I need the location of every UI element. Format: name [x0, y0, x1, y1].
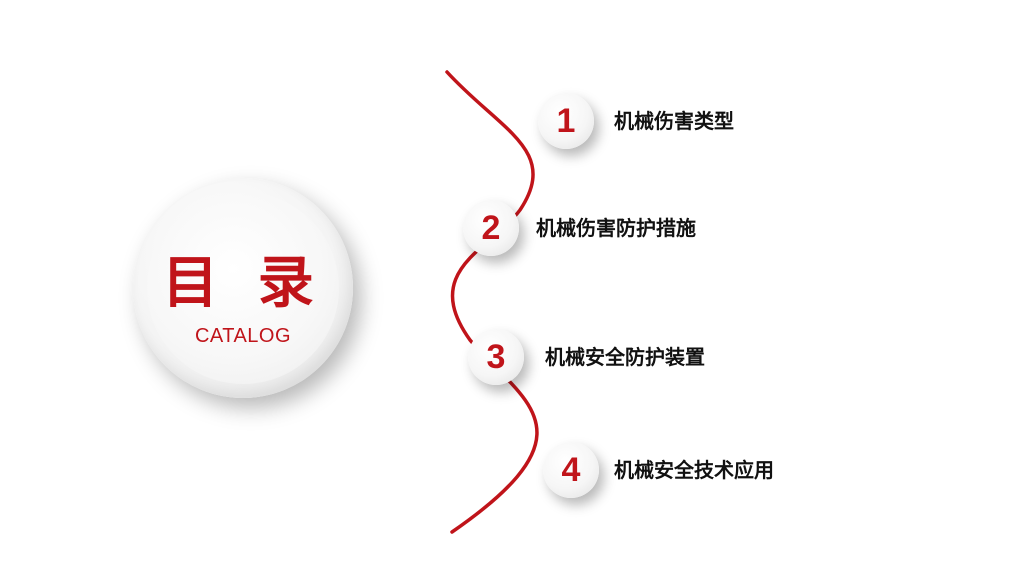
- item-number-1: 1: [538, 93, 594, 149]
- item-label-4: 机械安全技术应用: [614, 458, 774, 482]
- catalog-circle-inner: [147, 192, 339, 384]
- page-subtitle: CATALOG: [194, 325, 292, 347]
- item-label-3: 机械安全防护装置: [545, 345, 705, 369]
- item-label-1: 机械伤害类型: [614, 109, 734, 133]
- item-number-3: 3: [468, 329, 524, 385]
- item-number-4: 4: [543, 442, 599, 498]
- page-title: 目 录: [162, 251, 324, 316]
- catalog-circle: 目 录 CATALOG: [133, 178, 353, 398]
- item-number-2: 2: [463, 200, 519, 256]
- item-label-2: 机械伤害防护措施: [536, 216, 696, 240]
